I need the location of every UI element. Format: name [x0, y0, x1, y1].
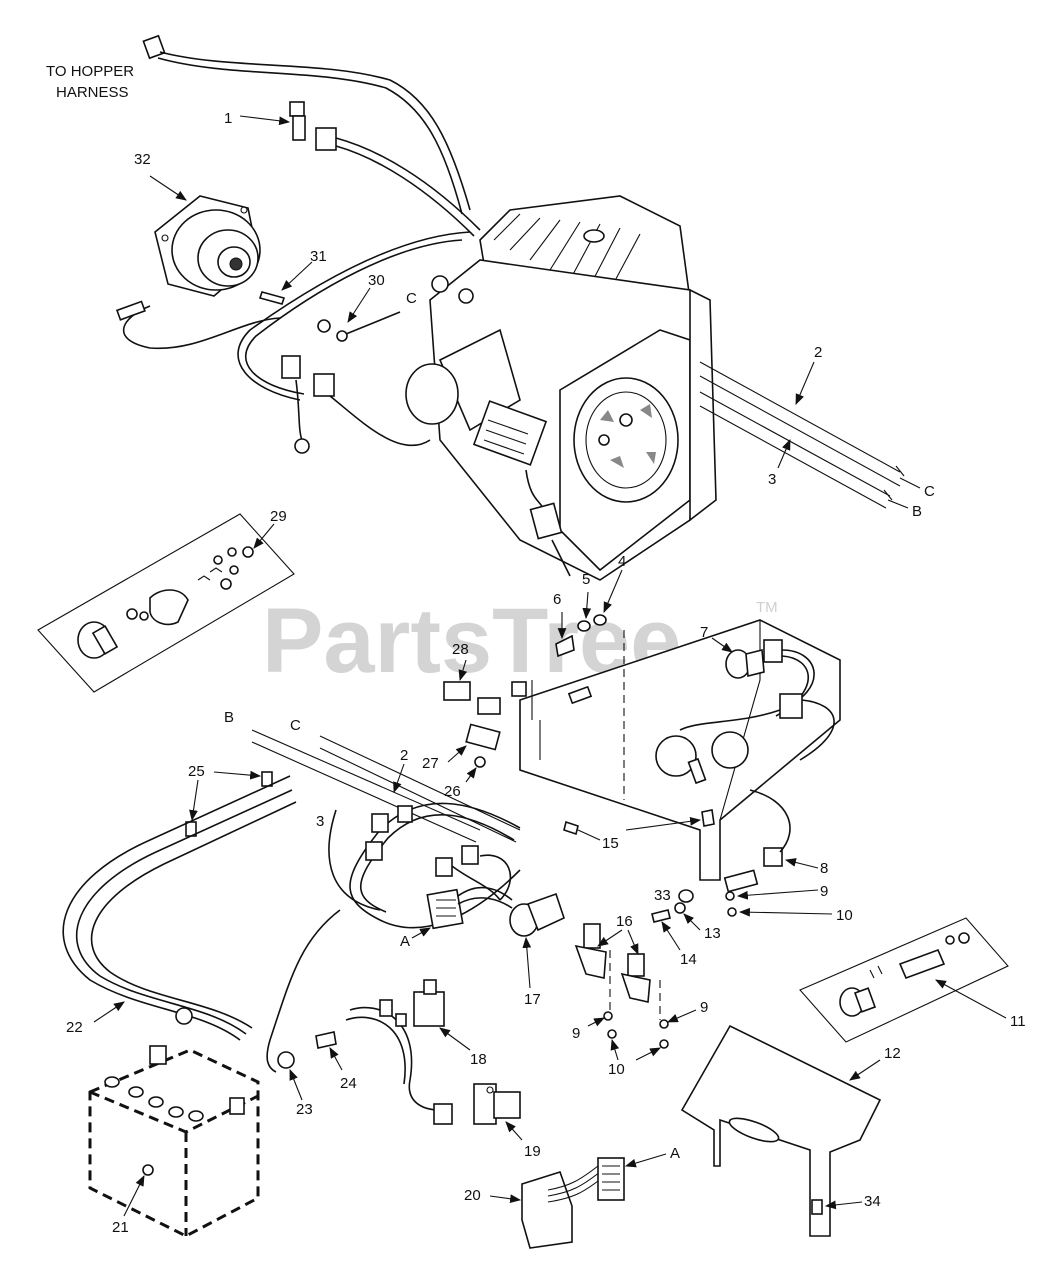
callout-9-lower-left: 9: [572, 1025, 580, 1042]
callout-14: 14: [680, 951, 697, 968]
callout-10-lower: 10: [608, 1061, 625, 1078]
callout-20: 20: [464, 1187, 481, 1204]
part-29-kit-panel[interactable]: [37, 513, 295, 693]
callout-25: 25: [188, 763, 205, 780]
callout-3-top: 3: [768, 471, 776, 488]
callout-9-right: 9: [820, 883, 828, 900]
ref-b-left: B: [224, 709, 234, 726]
callout-32: 32: [134, 151, 151, 168]
part-15-screws[interactable]: [563, 809, 715, 841]
callout-24: 24: [340, 1075, 357, 1092]
part-19-interlock-switch[interactable]: [433, 1083, 523, 1141]
callout-2-left: 2: [400, 747, 408, 764]
part-22-battery-cable[interactable]: [62, 775, 297, 1041]
harness-connector-top[interactable]: [315, 127, 481, 237]
part-5-washer[interactable]: [577, 591, 592, 632]
callout-3-left: 3: [316, 813, 324, 830]
ref-b-right: B: [912, 503, 922, 520]
callout-15: 15: [602, 835, 619, 852]
callout-10-right: 10: [836, 907, 853, 924]
part-23-cable-end[interactable]: [277, 1051, 303, 1101]
callout-34: 34: [864, 1193, 881, 1210]
engine-harness-left[interactable]: [237, 231, 471, 454]
part-10-nut-right[interactable]: [727, 907, 833, 917]
part-31-screw[interactable]: [258, 261, 313, 305]
part-16-brake-switches[interactable]: [574, 923, 651, 1003]
callout-7: 7: [700, 624, 708, 641]
part-27-resistor[interactable]: [447, 723, 501, 763]
part-32-electric-clutch[interactable]: [115, 175, 281, 350]
callout-21: 21: [112, 1219, 129, 1236]
to-hopper-label-line2: HARNESS: [56, 84, 129, 101]
part-9-washer-lower[interactable]: [587, 1009, 697, 1029]
callout-8: 8: [820, 860, 828, 877]
callout-9-lower-right: 9: [700, 999, 708, 1016]
part-10-nut-lower[interactable]: [607, 1029, 669, 1061]
part-34-clip[interactable]: [811, 1199, 863, 1215]
dash-guides: [609, 950, 661, 1020]
watermark-trademark: TM: [756, 599, 778, 616]
part-24-bolt[interactable]: [315, 1031, 343, 1071]
part-1-sensor[interactable]: [239, 101, 306, 141]
callout-33: 33: [654, 887, 671, 904]
callout-13: 13: [704, 925, 721, 942]
part-13-washer[interactable]: [674, 902, 701, 931]
hopper-harness-connector[interactable]: [142, 34, 471, 215]
callout-27: 27: [422, 755, 439, 772]
callout-22: 22: [66, 1019, 83, 1036]
to-hopper-label-line1: TO HOPPER: [46, 63, 134, 80]
callout-2-top: 2: [814, 344, 822, 361]
part-14-screw[interactable]: [651, 909, 681, 951]
callout-1: 1: [224, 110, 232, 127]
ref-c-top: C: [406, 290, 417, 307]
part-8-connector[interactable]: [723, 789, 819, 893]
part-21-battery[interactable]: [88, 1045, 260, 1238]
part-6-clip[interactable]: [555, 612, 575, 658]
callout-12: 12: [884, 1045, 901, 1062]
callout-26: 26: [444, 783, 461, 800]
callout-6: 6: [553, 591, 561, 608]
part-9-washer-right[interactable]: [725, 889, 819, 901]
engine-assembly[interactable]: [405, 195, 905, 581]
ref-c-right: C: [924, 483, 935, 500]
part-20-module[interactable]: [489, 1153, 667, 1249]
callout-16: 16: [616, 913, 633, 930]
ref-a-bottom: A: [670, 1145, 680, 1162]
part-12-cover[interactable]: [680, 1024, 882, 1237]
part-4-nut[interactable]: [593, 569, 623, 626]
part-30-ground-wire[interactable]: [317, 287, 401, 342]
callout-5: 5: [582, 571, 590, 588]
part-28-connector[interactable]: [443, 659, 501, 715]
callout-28: 28: [452, 641, 469, 658]
part-18-seat-switch[interactable]: [379, 979, 471, 1051]
callout-29: 29: [270, 508, 287, 525]
main-wiring-harness[interactable]: [328, 802, 521, 929]
part-11-kit-panel[interactable]: [799, 917, 1009, 1043]
callout-19: 19: [524, 1143, 541, 1160]
harness-lower-run[interactable]: [266, 909, 441, 1111]
part-17-pto-switch[interactable]: [509, 892, 565, 989]
callout-17: 17: [524, 991, 541, 1008]
callout-11: 11: [1010, 1013, 1026, 1030]
harness-tubes-left[interactable]: [251, 729, 521, 843]
callout-4: 4: [618, 553, 626, 570]
callout-31: 31: [310, 248, 327, 265]
part-7-ignition-switch[interactable]: [679, 637, 835, 761]
part-33-grommet[interactable]: [678, 889, 694, 903]
connector-a-block[interactable]: [411, 886, 513, 939]
part-26-screw[interactable]: [465, 756, 486, 783]
ref-a-left: A: [400, 933, 410, 950]
callout-30: 30: [368, 272, 385, 289]
callout-23: 23: [296, 1101, 313, 1118]
callout-18: 18: [470, 1051, 487, 1068]
dash-panel-bracket[interactable]: [519, 619, 841, 881]
ref-c-left: C: [290, 717, 301, 734]
relay-block[interactable]: [511, 681, 527, 697]
